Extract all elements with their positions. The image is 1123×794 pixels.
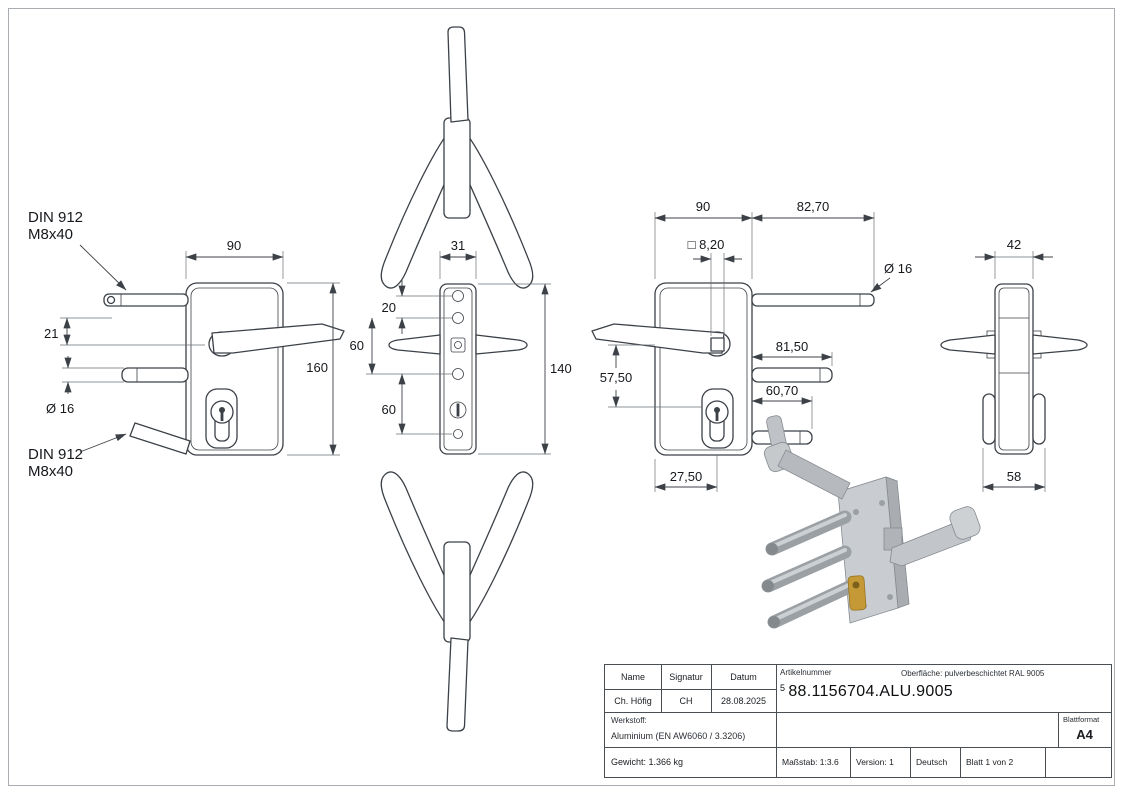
dim-v3-rod-top: 82,70 [797,199,830,214]
tb-header-signatur: Signatur [661,665,711,689]
tb-artikelnummer-value: 88.1156704.ALU.9005 [788,683,953,700]
euro-cylinder [205,388,238,449]
tb-blatt-value: Blatt 1 von 2 [966,757,1014,767]
tb-artikelnummer-label: Artikelnummer [780,668,832,677]
lever-stub-right [475,334,528,355]
label-din912-bottom-1: DIN 912 [28,446,83,463]
lock-plate-side-right [994,283,1034,455]
side-view-right: 42 58 [940,237,1088,492]
tb-blattformat-label: Blattformat [1063,715,1100,724]
tb-sprache: Deutsch [910,747,960,777]
tb-header-name-label: Name [620,672,645,682]
cylinder-cover-right [1032,393,1046,445]
label-din912-top-2: M8x40 [28,226,73,243]
lever-handle [211,323,345,354]
tb-gewicht-value: Gewicht: 1.366 kg [611,757,684,767]
brass-cylinder [847,575,867,611]
tb-datum-value: 28.08.2025 [720,695,767,706]
isometric-render [761,415,981,629]
label-din912-top-1: DIN 912 [28,209,83,226]
dim-v2-height: 140 [550,361,572,376]
tb-version-value: Version: 1 [856,757,894,767]
tb-blatt: Blatt 1 von 2 [960,747,1045,777]
dim-v3-vert: 57,50 [600,370,633,385]
tb-header-signatur-label: Signatur [669,672,703,682]
dim-v2-width: 31 [451,238,465,253]
cylinder-cover-left [982,393,996,445]
side-view-center: 31 20 60 60 140 [350,26,572,732]
threaded-rods [761,510,856,629]
front-view-right: 90 82,70 □ 8,20 Ø 16 57,50 81,50 60,70 [591,199,912,492]
dim-v1-offset: 21 [44,326,58,341]
tb-name-value: Ch. Höfig [614,695,652,706]
spindle-square [710,337,725,352]
dim-v4-width: 42 [1007,237,1021,252]
tb-signatur-value: CH [679,695,693,706]
tb-gewicht: Gewicht: 1.366 kg [605,747,776,777]
tb-header-datum-label: Datum [730,672,757,682]
dim-v1-height: 160 [306,360,328,375]
label-din912-bottom-2: M8x40 [28,463,73,480]
tb-header-name: Name [605,665,661,689]
rod-middle [751,367,833,383]
euro-cylinder-right [701,388,734,449]
dim-v2-mid: 60 [350,338,364,353]
fixing-rod-middle [121,367,189,383]
dim-v3-rod-mid: 81,50 [776,339,809,354]
dim-v2-top: 20 [382,300,396,315]
tb-value-datum: 28.08.2025 [711,689,776,712]
tb-massstab: Maßstab: 1:3.6 [776,747,850,777]
tb-value-signatur: CH [661,689,711,712]
dim-v3-square: □ 8,20 [688,237,725,252]
dim-v3-width: 90 [696,199,710,214]
tb-werkstoff-label: Werkstoff: [611,716,647,725]
tb-artikelnummer-prefix: 5 [780,683,786,693]
rod-top [751,293,875,307]
lever-stub-left [388,334,441,355]
tb-blattformat-value: A4 [1076,727,1093,742]
dim-v2-low: 60 [382,402,396,417]
front-view-left: 90 160 21 Ø 16 DIN 912 M8x40 DIN 912 M8x… [28,209,345,480]
fixing-screw-bottom [129,422,191,455]
tb-werkstoff-value: Aluminium (EN AW6060 / 3.3206) [611,731,746,741]
dim-v1-diameter: Ø 16 [46,401,74,416]
dim-v1-width: 90 [227,238,241,253]
handle-bottom-profile [380,471,534,732]
dim-v4-bottom: 58 [1007,469,1021,484]
fixing-screw-top [103,293,189,307]
lever-stub-right [1032,334,1088,355]
handle-top-profile [380,26,534,289]
lever-handle-right [591,323,725,354]
tb-value-name: Ch. Höfig [605,689,661,712]
dim-v3-bottom: 27,50 [670,469,703,484]
handle-3d-front [883,506,981,567]
tb-massstab-value: Maßstab: 1:3.6 [782,757,839,767]
tb-version: Version: 1 [850,747,910,777]
dim-v3-rod-low: 60,70 [766,383,799,398]
tb-sprache-value: Deutsch [916,757,948,767]
title-block: Name Signatur Datum Ch. Höfig CH 28.08.2… [604,664,1112,778]
tb-header-datum: Datum [711,665,776,689]
dim-v3-diameter: Ø 16 [884,261,912,276]
handle-3d-back [763,415,851,500]
tb-oberflaeche: Oberfläche: pulverbeschichtet RAL 9005 [901,669,1045,678]
lock-plate-side [439,283,477,455]
lever-stub-left [940,334,996,355]
